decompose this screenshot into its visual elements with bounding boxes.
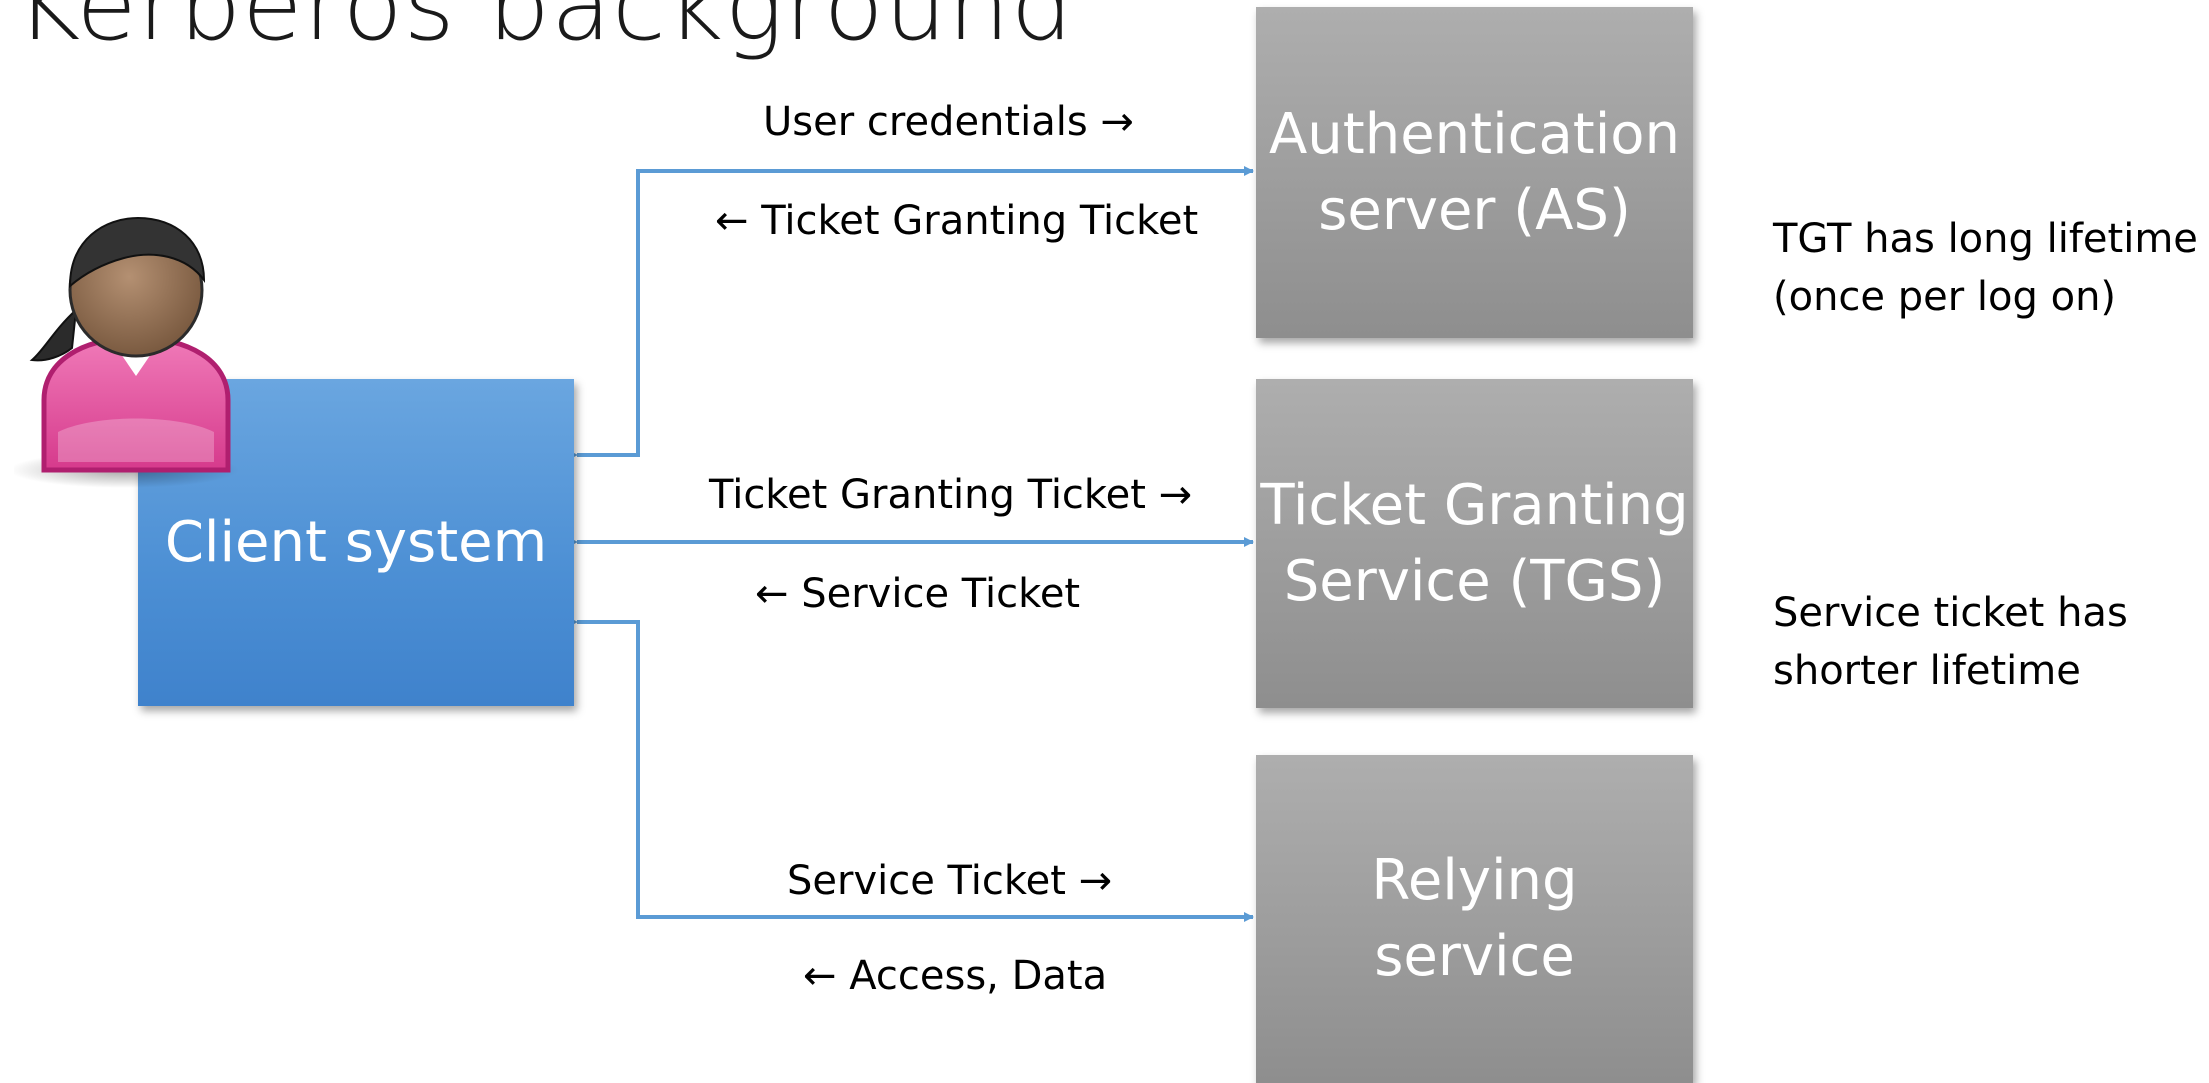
flow-label-access-data: ← Access, Data xyxy=(803,953,1108,999)
flow-label-service-ticket-return: ← Service Ticket xyxy=(755,571,1081,617)
relying-connector xyxy=(568,617,1254,922)
tgt-note-line1: TGT has long lifetime xyxy=(1773,216,2198,262)
relying-service-label-line2: service xyxy=(1374,924,1575,989)
tgs-label-line2: Service (TGS) xyxy=(1283,548,1666,614)
ticket-granting-service-box: Ticket Granting Service (TGS) xyxy=(1256,379,1693,708)
flow-label-tgt-return: ← Ticket Granting Ticket xyxy=(715,198,1199,244)
tgt-note-line2: (once per log on) xyxy=(1773,274,2117,320)
flow-label-user-credentials: User credentials → xyxy=(763,99,1134,145)
as-connector xyxy=(568,166,1254,460)
flow-label-tgt-send: Ticket Granting Ticket → xyxy=(709,472,1193,518)
relying-service-box: Relying service xyxy=(1256,755,1693,1083)
page-title: Kerberos background xyxy=(16,0,1075,63)
tgs-label-line1: Ticket Granting xyxy=(1260,472,1689,538)
service-note-line2: shorter lifetime xyxy=(1773,648,2081,694)
user-avatar-icon xyxy=(14,216,239,488)
service-ticket-lifetime-note: Service ticket has shorter lifetime xyxy=(1773,584,2128,700)
tgt-lifetime-note: TGT has long lifetime (once per log on) xyxy=(1773,210,2198,326)
authentication-server-label-line1: Authentication xyxy=(1268,101,1681,167)
authentication-server-label-line2: server (AS) xyxy=(1318,177,1631,243)
service-note-line1: Service ticket has xyxy=(1773,590,2128,636)
authentication-server-box: Authentication server (AS) xyxy=(1256,7,1693,338)
relying-service-label-line1: Relying xyxy=(1371,848,1578,914)
client-system-label: Client system xyxy=(164,509,548,575)
flow-label-service-ticket-send: Service Ticket → xyxy=(787,858,1113,904)
